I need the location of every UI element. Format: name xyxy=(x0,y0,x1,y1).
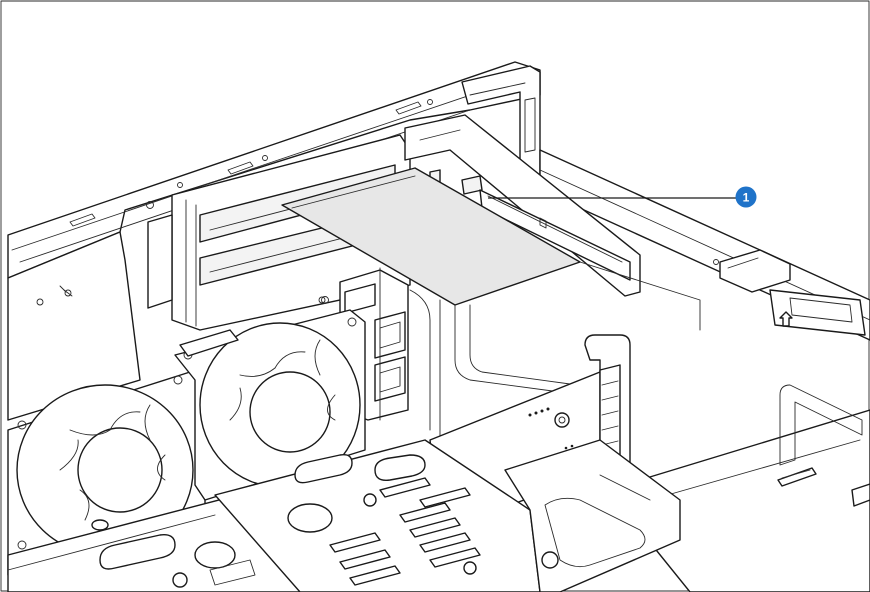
right-tray xyxy=(639,384,870,592)
screw-icon xyxy=(146,201,329,304)
interior-bay xyxy=(439,261,701,441)
fan-icon xyxy=(174,296,366,501)
pcie-riser-board xyxy=(404,114,641,297)
callout-1: 1 xyxy=(488,186,757,208)
chassis-left-wall xyxy=(7,231,141,421)
callout-label: 1 xyxy=(743,191,750,205)
callout-badge xyxy=(735,186,757,208)
drive-tray-floor xyxy=(7,439,551,592)
drive-bay-right xyxy=(504,439,681,592)
arrow-icon xyxy=(779,311,793,327)
